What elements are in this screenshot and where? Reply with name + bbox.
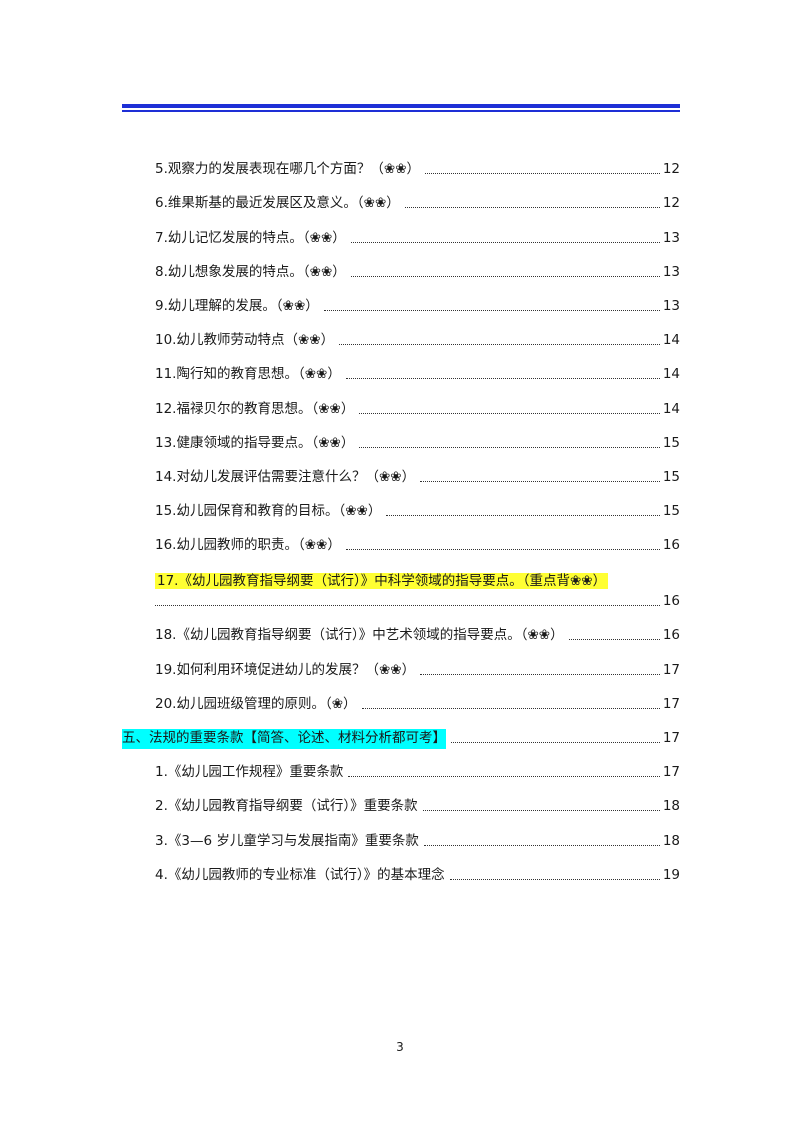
- toc-entry-title: 9.幼儿理解的发展。（❀❀）: [155, 297, 319, 314]
- dot-leader: [361, 707, 660, 709]
- toc-entry-page: 15: [662, 434, 680, 451]
- toc-entry[interactable]: 7.幼儿记忆发展的特点。（❀❀） 13: [122, 214, 680, 248]
- toc-entry-page: 15: [662, 503, 680, 520]
- dot-leader: [451, 742, 660, 743]
- toc-entry-page: 16: [662, 537, 680, 554]
- toc-entry-title: 15.幼儿园保育和教育的目标。（❀❀）: [155, 503, 382, 520]
- dot-leader: [423, 844, 660, 846]
- section-title: 五、法规的重要条款【简答、论述、材料分析都可考】: [122, 729, 446, 749]
- header-rule-thick: [122, 104, 680, 108]
- toc-entry-page: 13: [662, 297, 680, 314]
- toc-entry-title: 1.《幼儿园工作规程》重要条款: [155, 764, 344, 781]
- toc-entry-page: 16: [662, 627, 680, 644]
- toc-entry-title: 6.维果斯基的最近发展区及意义。（❀❀）: [155, 195, 400, 212]
- toc-entry-title: 19.如何利用环境促进幼儿的发展？（❀❀）: [155, 661, 416, 678]
- toc-entry-title: 4.《幼儿园教师的专业标准（试行）》的基本理念: [155, 866, 445, 883]
- toc-entry-title: 16.幼儿园教师的职责。（❀❀）: [155, 537, 341, 554]
- dot-leader: [345, 549, 660, 551]
- toc-entry-page: 17: [662, 730, 680, 746]
- toc-entry-title: 13.健康领域的指导要点。（❀❀）: [155, 434, 355, 451]
- dot-leader: [420, 480, 660, 482]
- toc-entry-page: 17: [662, 695, 680, 712]
- toc-entry[interactable]: 14.对幼儿发展评估需要注意什么？（❀❀） 15: [122, 454, 680, 488]
- dot-leader: [359, 446, 660, 448]
- toc-entry[interactable]: 12.福禄贝尔的教育思想。（❀❀） 14: [122, 385, 680, 419]
- toc-entry-highlighted[interactable]: 17.《幼儿园教育指导纲要（试行）》中科学领域的指导要点。（重点背❀❀） 16: [122, 556, 680, 612]
- dot-leader: [386, 515, 660, 517]
- toc-entry[interactable]: 4.《幼儿园教师的专业标准（试行）》的基本理念 19: [122, 852, 680, 886]
- toc-entry-title: 10.幼儿教师劳动特点（❀❀）: [155, 332, 335, 349]
- toc-entry[interactable]: 6.维果斯基的最近发展区及意义。（❀❀） 12: [122, 180, 680, 214]
- toc-entry[interactable]: 16.幼儿园教师的职责。（❀❀） 16: [122, 522, 680, 556]
- toc-entry-title: 14.对幼儿发展评估需要注意什么？（❀❀）: [155, 468, 416, 485]
- toc-entry-page: 19: [662, 866, 680, 883]
- toc-entry[interactable]: 19.如何利用环境促进幼儿的发展？（❀❀） 17: [122, 646, 680, 680]
- dot-leader: [449, 878, 660, 880]
- dot-leader: [345, 378, 660, 380]
- toc-entry[interactable]: 1.《幼儿园工作规程》重要条款 17: [122, 749, 680, 783]
- toc-entry-page: 14: [662, 400, 680, 417]
- toc-entry-title: 2.《幼儿园教育指导纲要（试行）》重要条款: [155, 798, 418, 815]
- dot-leader: [420, 673, 660, 675]
- page-number: 3: [396, 1040, 404, 1054]
- toc-entry-title: 20.幼儿园班级管理的原则。（❀）: [155, 695, 357, 712]
- toc-entry-page: 14: [662, 366, 680, 383]
- toc-entry-title: 3.《3—6 岁儿童学习与发展指南》重要条款: [155, 832, 419, 849]
- dot-leader: [348, 776, 660, 778]
- dot-leader: [422, 810, 660, 812]
- toc-entry-page: 17: [662, 661, 680, 678]
- toc-entry-page: 13: [662, 263, 680, 280]
- dot-leader: [339, 344, 660, 346]
- toc-entry[interactable]: 13.健康领域的指导要点。（❀❀） 15: [122, 420, 680, 454]
- toc-entry-page: 15: [662, 468, 680, 485]
- dot-leader: [350, 241, 660, 243]
- table-of-contents: 5.观察力的发展表现在哪几个方面？（❀❀） 12 6.维果斯基的最近发展区及意义。…: [122, 146, 680, 886]
- toc-entry-page: 16: [662, 593, 680, 610]
- toc-entry[interactable]: 20.幼儿园班级管理的原则。（❀） 17: [122, 681, 680, 715]
- toc-entry-page: 17: [662, 764, 680, 781]
- toc-entry-title: 17.《幼儿园教育指导纲要（试行）》中科学领域的指导要点。（重点背❀❀）: [155, 573, 609, 590]
- dot-leader: [155, 605, 660, 607]
- dot-leader: [425, 173, 660, 175]
- dot-leader: [359, 412, 660, 414]
- toc-entry[interactable]: 3.《3—6 岁儿童学习与发展指南》重要条款 18: [122, 817, 680, 851]
- toc-entry[interactable]: 2.《幼儿园教育指导纲要（试行）》重要条款 18: [122, 783, 680, 817]
- toc-entry[interactable]: 9.幼儿理解的发展。（❀❀） 13: [122, 283, 680, 317]
- toc-entry-title: 5.观察力的发展表现在哪几个方面？（❀❀）: [155, 161, 421, 178]
- dot-leader: [568, 639, 660, 641]
- toc-entry-page: 18: [662, 798, 680, 815]
- toc-entry[interactable]: 15.幼儿园保育和教育的目标。（❀❀） 15: [122, 488, 680, 522]
- toc-entry-title: 11.陶行知的教育思想。（❀❀）: [155, 366, 341, 383]
- toc-entry[interactable]: 11.陶行知的教育思想。（❀❀） 14: [122, 351, 680, 385]
- toc-entry-page: 12: [662, 161, 680, 178]
- toc-entry[interactable]: 10.幼儿教师劳动特点（❀❀） 14: [122, 317, 680, 351]
- dot-leader: [323, 309, 660, 311]
- toc-entry[interactable]: 5.观察力的发展表现在哪几个方面？（❀❀） 12: [122, 146, 680, 180]
- toc-section-heading[interactable]: 五、法规的重要条款【简答、论述、材料分析都可考】 17: [122, 715, 680, 749]
- toc-entry-title: 7.幼儿记忆发展的特点。（❀❀）: [155, 229, 346, 246]
- toc-entry-title: 8.幼儿想象发展的特点。（❀❀）: [155, 263, 346, 280]
- dot-leader: [404, 207, 660, 209]
- dot-leader: [350, 275, 660, 277]
- toc-entry-title: 18.《幼儿园教育指导纲要（试行）》中艺术领域的指导要点。（❀❀）: [155, 627, 564, 644]
- toc-entry[interactable]: 8.幼儿想象发展的特点。（❀❀） 13: [122, 249, 680, 283]
- header-rule-thin: [122, 110, 680, 112]
- toc-entry[interactable]: 18.《幼儿园教育指导纲要（试行）》中艺术领域的指导要点。（❀❀） 16: [122, 612, 680, 646]
- toc-entry-title: 12.福禄贝尔的教育思想。（❀❀）: [155, 400, 355, 417]
- toc-entry-page: 18: [662, 832, 680, 849]
- toc-entry-page: 14: [662, 332, 680, 349]
- toc-entry-page: 13: [662, 229, 680, 246]
- toc-entry-page: 12: [662, 195, 680, 212]
